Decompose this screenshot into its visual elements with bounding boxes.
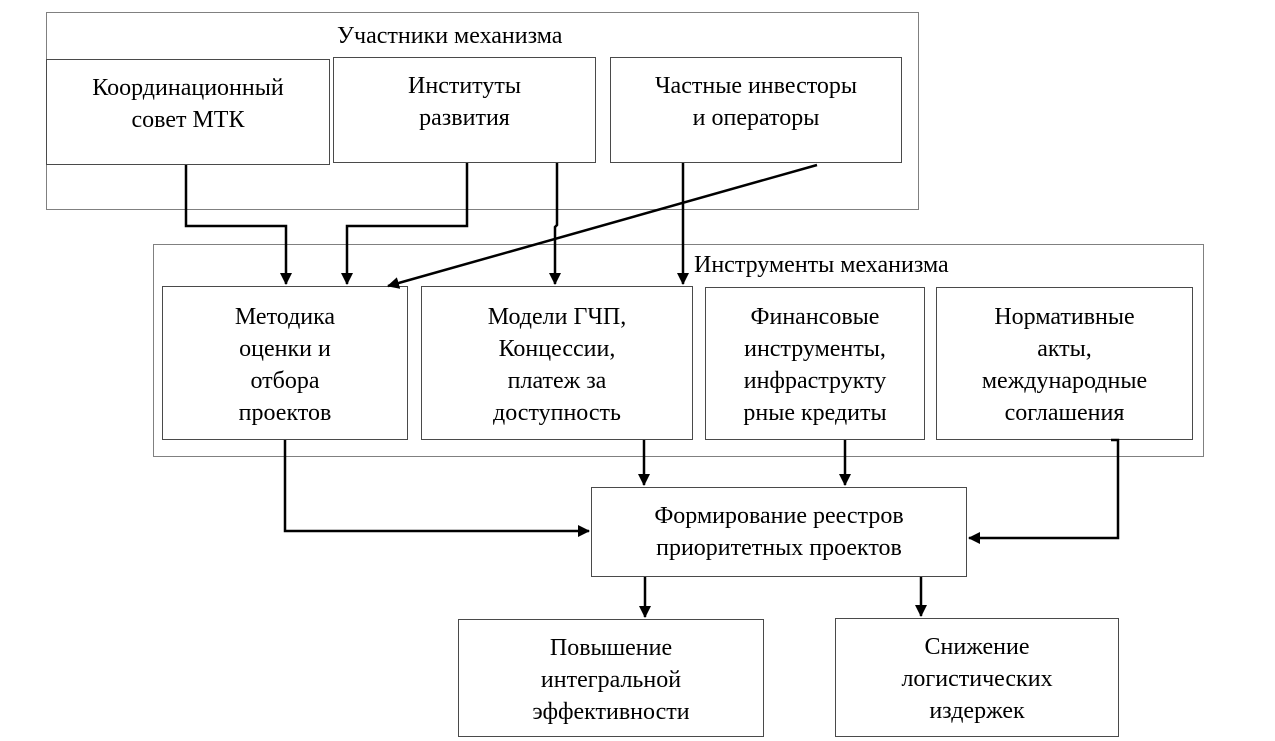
node-integral-efficiency[interactable]: Повышение интегральной эффективности xyxy=(458,619,764,737)
node-development-institutes[interactable]: Институты развития xyxy=(333,57,596,163)
node-label: Формирование реестров приоритетных проек… xyxy=(654,503,904,561)
node-label: Модели ГЧП, Концессии, платеж за доступн… xyxy=(487,304,627,426)
node-label: Снижение логистических издержек xyxy=(901,634,1053,724)
node-label: Повышение интегральной эффективности xyxy=(532,635,690,725)
node-label: Финансовые инструменты, инфраструкту рны… xyxy=(743,304,887,426)
node-regulations[interactable]: Нормативные акты, международные соглашен… xyxy=(936,287,1193,440)
node-label: Координационный совет МТК xyxy=(92,75,284,133)
node-logistics-costs[interactable]: Снижение логистических издержек xyxy=(835,618,1119,737)
node-ppp-models[interactable]: Модели ГЧП, Концессии, платеж за доступн… xyxy=(421,286,693,440)
node-label: Институты развития xyxy=(408,73,521,131)
participants-group-title: Участники механизма xyxy=(337,23,563,49)
node-methodology[interactable]: Методика оценки и отбора проектов xyxy=(162,286,408,440)
node-label: Методика оценки и отбора проектов xyxy=(234,304,336,426)
node-financial-instruments[interactable]: Финансовые инструменты, инфраструкту рны… xyxy=(705,287,925,440)
node-label: Нормативные акты, международные соглашен… xyxy=(981,304,1148,426)
instruments-group-title: Инструменты механизма xyxy=(694,252,949,278)
node-coordination-council[interactable]: Координационный совет МТК xyxy=(46,59,330,165)
node-private-investors[interactable]: Частные инвесторы и операторы xyxy=(610,57,902,163)
node-priority-registry[interactable]: Формирование реестров приоритетных проек… xyxy=(591,487,967,577)
node-label: Частные инвесторы и операторы xyxy=(654,73,858,131)
